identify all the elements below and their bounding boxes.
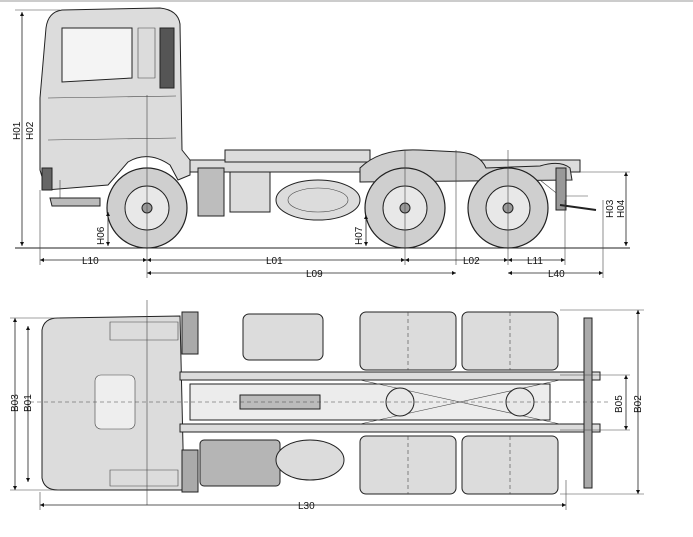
dim-label-h06: H06 bbox=[96, 226, 107, 245]
fuel-tank bbox=[242, 313, 324, 361]
rear-bumper bbox=[583, 317, 593, 489]
dim-label-h02: H02 bbox=[25, 121, 36, 140]
dim-label-l40: L40 bbox=[548, 269, 565, 280]
frame-top bbox=[179, 371, 601, 433]
dim-label-l30: L30 bbox=[298, 501, 315, 512]
spare-wheel bbox=[275, 439, 345, 481]
chassis-side bbox=[189, 149, 597, 221]
side-view: H01 H02 H06 H07 H03 H04 L10 L01 L02 L11 … bbox=[12, 7, 630, 280]
dim-label-l10: L10 bbox=[82, 256, 99, 267]
top-view: B03 B01 B05 B02 L30 bbox=[10, 300, 644, 512]
dim-label-h04: H04 bbox=[616, 199, 627, 218]
dim-label-b03: B03 bbox=[10, 394, 21, 412]
dim-label-h01: H01 bbox=[12, 121, 23, 140]
dim-label-b01: B01 bbox=[23, 394, 34, 412]
dim-label-b02: B02 bbox=[633, 395, 644, 413]
dim-label-h03: H03 bbox=[605, 199, 616, 218]
dim-label-l11: L11 bbox=[527, 256, 543, 267]
rear-wheels-top bbox=[359, 311, 559, 495]
dim-label-h07: H07 bbox=[354, 226, 365, 245]
dim-label-b05: B05 bbox=[614, 395, 625, 413]
dim-label-l09: L09 bbox=[306, 269, 323, 280]
dim-label-l02: L02 bbox=[463, 256, 480, 267]
dim-label-l01: L01 bbox=[266, 256, 283, 267]
battery-box bbox=[199, 439, 281, 487]
cab-side bbox=[39, 7, 191, 207]
